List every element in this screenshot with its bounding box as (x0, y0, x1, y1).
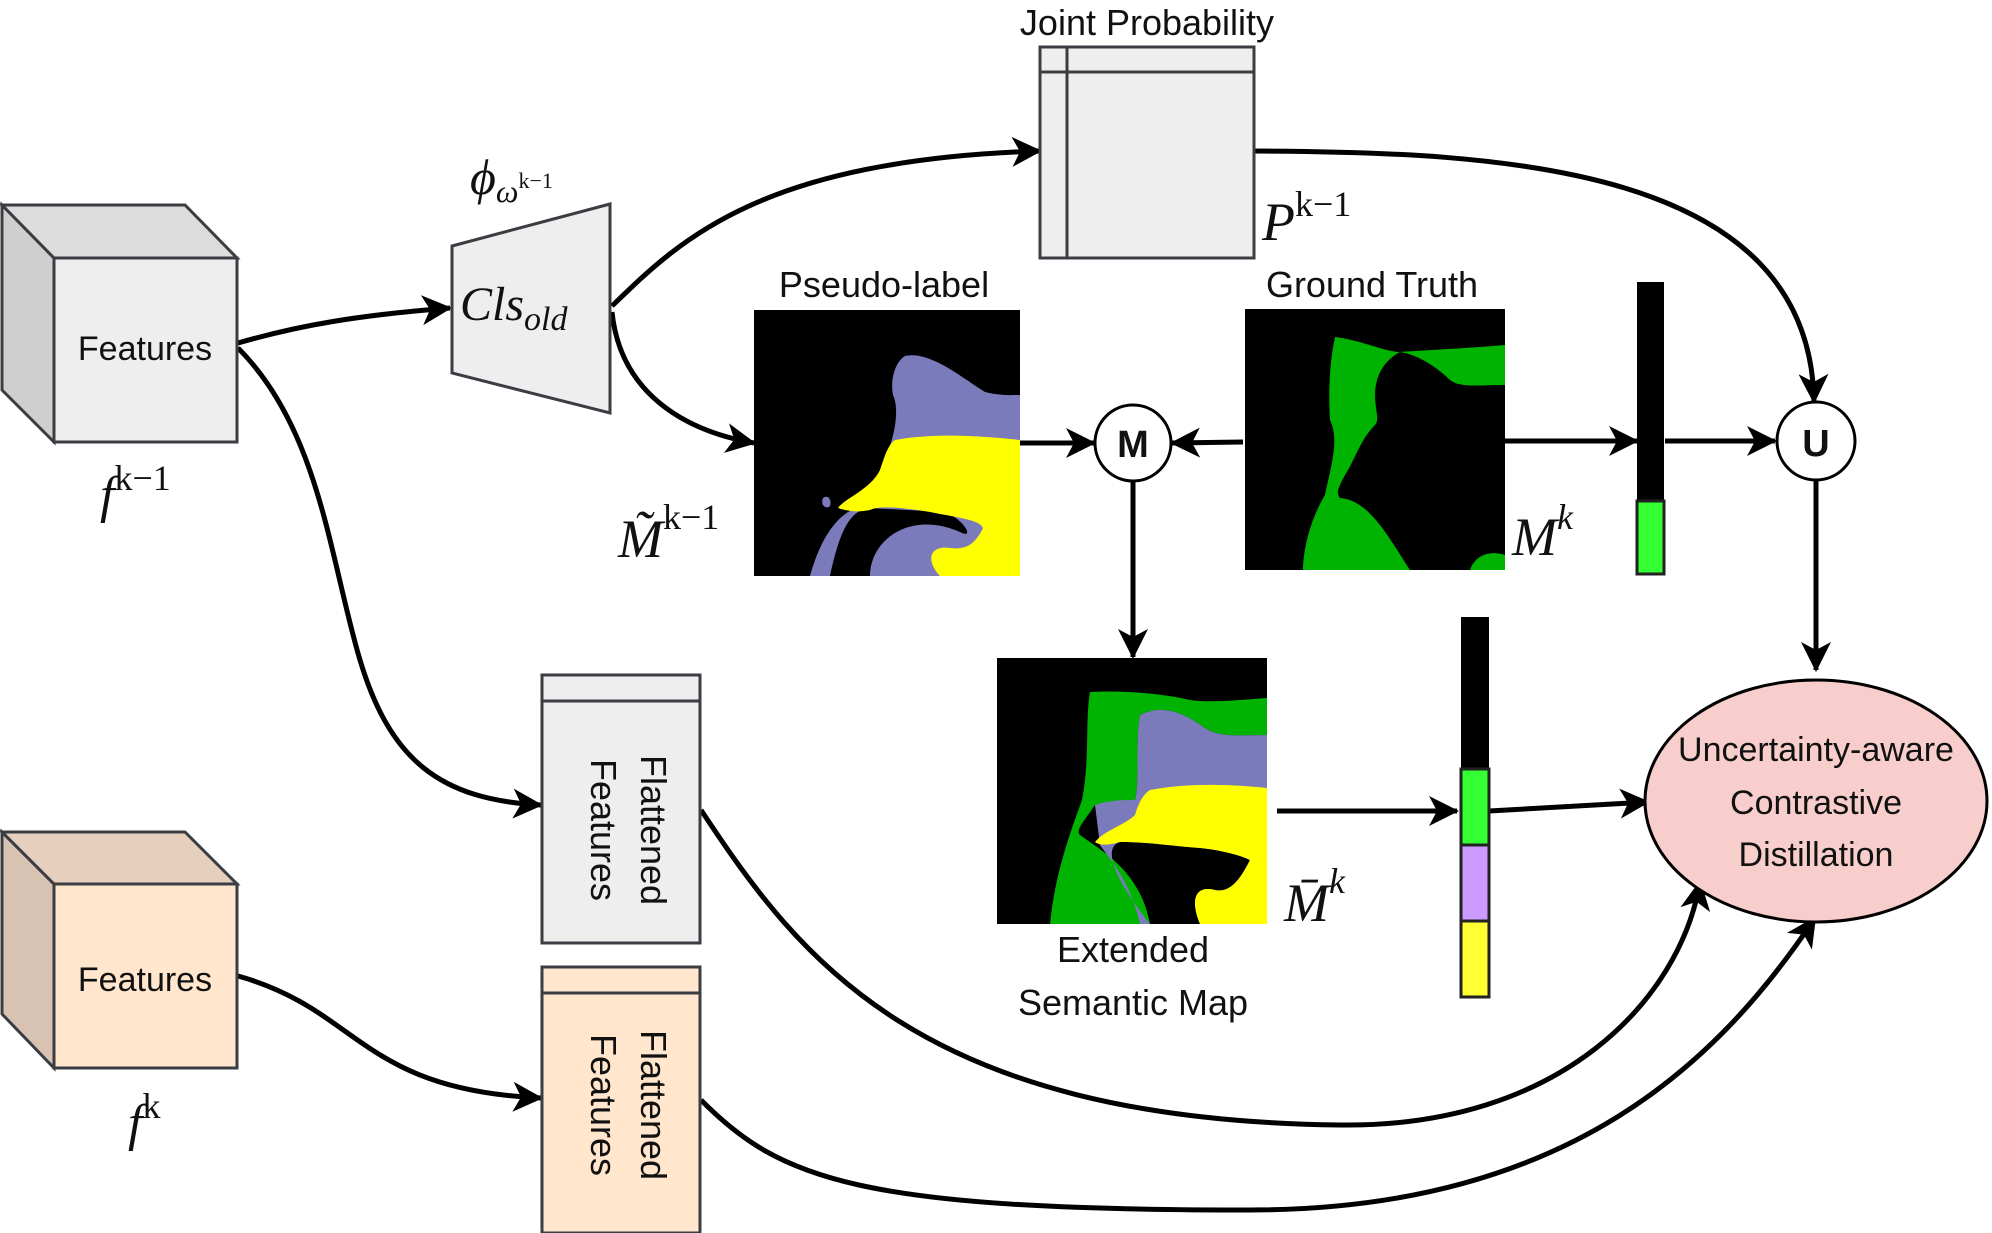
uncertainty-aware-contrastive-distillation: Uncertainty-aware Contrastive Distillati… (1643, 678, 1989, 924)
cube-face (52, 882, 239, 1070)
edge-classifier-to-joint-probability (610, 136, 1042, 308)
label-bar-cell-black (1637, 428, 1664, 501)
cube-face (52, 256, 239, 444)
seg-region-green (1303, 337, 1505, 570)
features-new-cube: Features (0, 828, 241, 1072)
features-old-cube: Features (0, 201, 241, 446)
label-bar-cell-black (1637, 282, 1664, 355)
merge-label: M (1117, 424, 1149, 466)
extended-map-title-line1: Extended (1057, 929, 1209, 970)
seg-region-purple-small (822, 496, 831, 508)
ucd-line1: Uncertainty-aware (1678, 731, 1954, 769)
flattened-box (540, 965, 702, 1233)
pseudo-label-map (754, 310, 1020, 576)
joint-probability-title: Joint Probability (1020, 2, 1274, 43)
seg-region-green-corner (1470, 553, 1505, 570)
extended-semantic-map (997, 658, 1267, 924)
ground-truth-label-bar (1635, 282, 1666, 576)
ground-truth-title: Ground Truth (1266, 264, 1478, 305)
matrix-outline (1038, 45, 1256, 260)
label-bar-cell-green (1635, 499, 1666, 576)
edge-features-old-to-classifier (237, 295, 452, 346)
features-old-symbol: fk−1 (100, 458, 171, 524)
extended-map-title-line2: Semantic Map (1018, 982, 1248, 1023)
edge-joint-probability-to-union (1253, 148, 1829, 404)
label-bar-cell-yellow (1459, 919, 1491, 999)
label-bar-cell-purple (1459, 843, 1491, 923)
flattened-box (540, 673, 702, 945)
ucd-line2: Contrastive (1730, 784, 1902, 822)
union-operator: U (1775, 400, 1857, 482)
union-label: U (1802, 423, 1829, 465)
classifier-label: Clsold (460, 278, 568, 338)
classifier-parameter-symbol: ϕωk−1 (470, 149, 553, 209)
flattened-features-new: Flattened Features (540, 965, 702, 1233)
ground-truth-map (1245, 309, 1505, 570)
edge-flattened-old-to-ucd (698, 808, 1711, 1128)
features-old-label: Features (78, 330, 212, 368)
union-circle (1775, 400, 1857, 482)
features-new-label: Features (78, 961, 212, 999)
joint-probability-matrix (1038, 45, 1256, 260)
flattened-new-line2: Features (583, 1034, 624, 1176)
label-bar-cell-black (1461, 693, 1489, 769)
flattened-old-line2: Features (583, 759, 624, 901)
flattened-features-old: Flattened Features (540, 673, 702, 945)
seg-region-yellow (1095, 784, 1267, 924)
label-bar-cell-black (1461, 617, 1489, 693)
seg-region-yellow (838, 435, 1020, 576)
features-new-symbol: fk (128, 1086, 160, 1152)
ucd-line3: Distillation (1739, 836, 1894, 874)
edge-bar-to-ucd (1488, 788, 1650, 819)
old-classifier: Clsold (450, 202, 612, 415)
pseudo-label-title: Pseudo-label (779, 264, 989, 305)
merge-operator: M (1093, 403, 1173, 483)
edge-features-old-to-flattened-old (236, 346, 543, 819)
extended-map-symbol: M̄k (1283, 861, 1346, 933)
label-bar-cell-black (1637, 355, 1664, 428)
ground-truth-symbol: Mk (1511, 497, 1574, 567)
edge-ground-truth-to-merge (1170, 427, 1244, 458)
extended-label-bar (1459, 617, 1491, 999)
edge-classifier-to-pseudo-label (609, 311, 756, 453)
classifier-trapezoid (450, 202, 612, 415)
label-bar-cell-green (1459, 767, 1491, 847)
merge-circle (1093, 403, 1173, 483)
seg-region-green (1050, 691, 1267, 924)
ucd-ellipse (1643, 678, 1989, 924)
edge-flattened-new-to-ucd (699, 916, 1818, 1213)
edges (236, 136, 1831, 1213)
flattened-new-line1: Flattened (633, 1030, 674, 1180)
edge-features-new-to-flattened-new (237, 973, 543, 1112)
flattened-old-line1: Flattened (633, 755, 674, 905)
joint-probability-symbol: Pk−1 (1261, 184, 1351, 252)
pseudo-label-symbol: M̃k−1 (617, 497, 719, 569)
